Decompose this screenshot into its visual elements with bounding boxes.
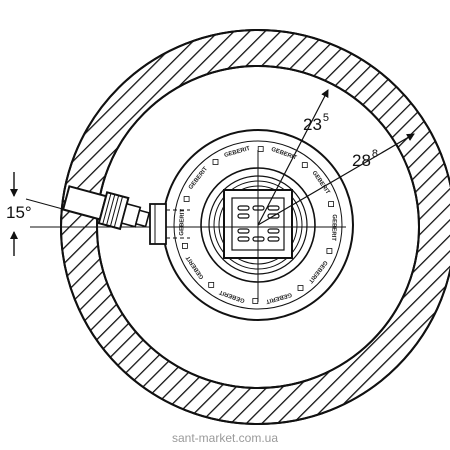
outer-radius-value: 28 bbox=[352, 151, 371, 170]
outlet-socket bbox=[149, 203, 167, 245]
inner-radius-exponent: 5 bbox=[322, 112, 330, 124]
watermark: sant-market.com.ua bbox=[171, 431, 279, 445]
angle-label: 15° bbox=[6, 203, 32, 222]
brand-mark-box bbox=[257, 146, 264, 152]
brand-mark-box bbox=[301, 162, 308, 169]
brand-mark-text: GEBERIT bbox=[330, 214, 337, 241]
body-flange-inner bbox=[173, 140, 343, 310]
brand-mark-box bbox=[212, 159, 219, 165]
outer-radius-leader bbox=[257, 133, 415, 226]
brand-mark-box bbox=[181, 242, 188, 249]
brand-mark-box bbox=[208, 281, 215, 288]
inner-radius-value: 23 bbox=[303, 115, 322, 134]
outer-radius-label: 288 bbox=[352, 149, 378, 170]
angle-leader-line bbox=[25, 198, 71, 212]
brand-mark-box bbox=[183, 196, 190, 202]
outer-radius-exponent: 8 bbox=[371, 148, 379, 160]
brand-mark-box bbox=[297, 285, 304, 291]
inner-radius-leader bbox=[257, 89, 329, 226]
inner-radius-label: 235 bbox=[303, 113, 329, 134]
outlet-pipe bbox=[61, 185, 151, 231]
brand-mark-box bbox=[252, 298, 259, 304]
brand-mark-text: GEBERIT bbox=[179, 209, 186, 236]
brand-mark-box bbox=[326, 248, 333, 254]
outlet-connector-dashed bbox=[166, 209, 190, 239]
brand-mark-box bbox=[328, 201, 335, 208]
